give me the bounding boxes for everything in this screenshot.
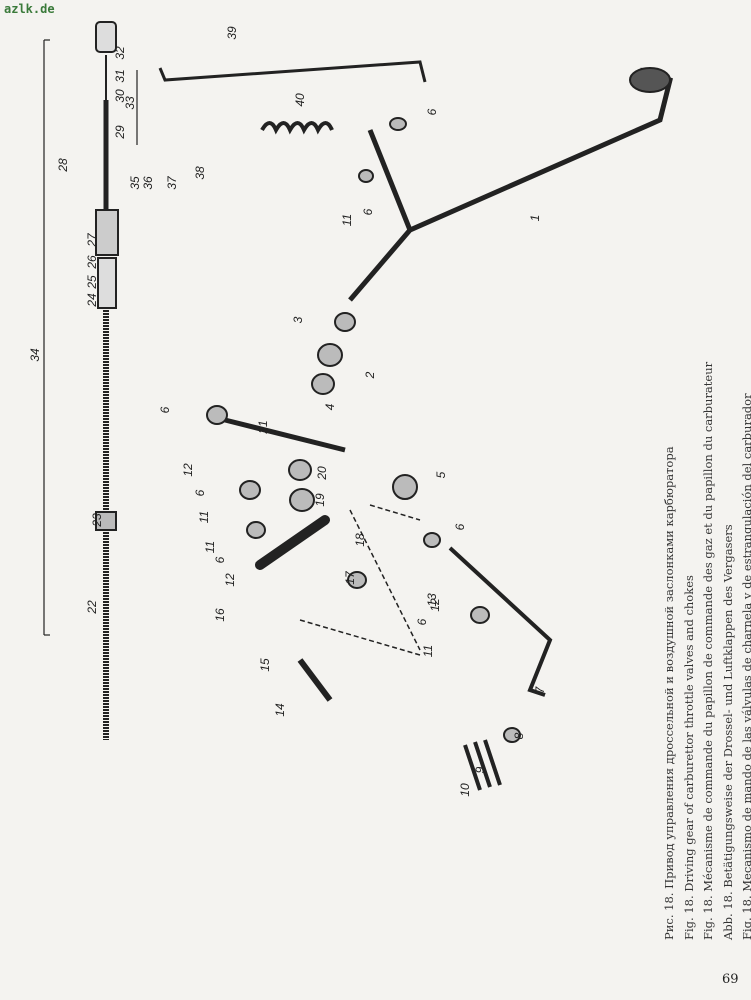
- part-label: 11: [421, 644, 435, 658]
- part-label: 6: [361, 208, 375, 216]
- part-label: 3: [291, 316, 305, 324]
- part-label: 6: [193, 489, 207, 497]
- part-label: 39: [225, 26, 239, 40]
- part-label: 36: [141, 176, 155, 190]
- caption-ru: Рис. 18. Привод управления дроссельной и…: [662, 446, 676, 940]
- rod-7: [448, 546, 553, 697]
- caption-de: Abb. 18. Betätigungsweise der Drossel- u…: [720, 524, 735, 940]
- part-label: 6: [415, 618, 429, 626]
- spring-40: [260, 121, 334, 135]
- lever-16: [255, 515, 330, 570]
- part-label: 33: [123, 96, 137, 110]
- part-label: 8: [512, 732, 526, 740]
- shaft-21: [224, 417, 346, 453]
- part-label: 4: [323, 403, 337, 411]
- part-label: 32: [113, 46, 127, 60]
- part-label: 16: [213, 608, 227, 622]
- part-label: 14: [273, 703, 287, 717]
- caption-es: Fig. 18. Mecanismo de mando de las válvu…: [740, 393, 751, 940]
- caption-en: Fig. 18. Driving gear of carburettor thr…: [681, 575, 696, 940]
- watermark: azlk.de: [4, 2, 55, 16]
- part-label: 19: [313, 493, 327, 507]
- part-label: 37: [165, 176, 179, 190]
- part-label: 27: [85, 233, 99, 247]
- part-label: 21: [256, 420, 270, 434]
- washers: [206, 117, 521, 743]
- part-label: 6: [453, 523, 467, 531]
- part-label: 31: [113, 69, 127, 83]
- part-label: 23: [90, 513, 104, 527]
- part-label: 2: [363, 371, 377, 379]
- part-label: 25: [85, 275, 99, 289]
- part-label: 17: [343, 571, 357, 585]
- part-label: 24: [85, 293, 99, 307]
- part-label: 22: [85, 600, 99, 614]
- part-label: 26: [85, 255, 99, 269]
- part-label: 29: [113, 125, 127, 139]
- part-label: 6: [213, 556, 227, 564]
- part-label: 12: [428, 598, 442, 612]
- part-label: 11: [197, 510, 211, 524]
- part-label: 40: [293, 93, 307, 107]
- part-label: 11: [340, 213, 354, 227]
- part-label: 7: [533, 686, 547, 694]
- cable-assembly: [43, 21, 138, 740]
- part-label: 5: [434, 471, 448, 479]
- part-label: 38: [193, 166, 207, 180]
- caption-fr: Fig. 18. Mécanisme de commande du papill…: [701, 361, 715, 940]
- part-label: 12: [223, 573, 237, 587]
- part-label: 18: [353, 533, 367, 547]
- part-label: 35: [128, 176, 142, 190]
- rod-39: [158, 60, 427, 83]
- part-label: 9: [473, 766, 487, 774]
- pedal-lever-1: [348, 67, 673, 302]
- part-label: 1: [528, 214, 542, 222]
- part-label: 28: [56, 158, 70, 172]
- part-label: 11: [203, 540, 217, 554]
- part-label: 34: [28, 348, 42, 362]
- part-label: 6: [158, 406, 172, 414]
- figure-captions: Рис. 18. Привод управления дроссельной и…: [660, 180, 751, 940]
- rods-13: [299, 504, 421, 656]
- part-label: 6: [425, 108, 439, 116]
- spring-9: [463, 739, 502, 791]
- bolt-14: [297, 658, 333, 702]
- part-label: 15: [258, 658, 272, 672]
- part-label: 12: [181, 463, 195, 477]
- part-label: 10: [458, 783, 472, 797]
- part-label: 20: [315, 466, 329, 480]
- page-number: 69: [722, 972, 739, 987]
